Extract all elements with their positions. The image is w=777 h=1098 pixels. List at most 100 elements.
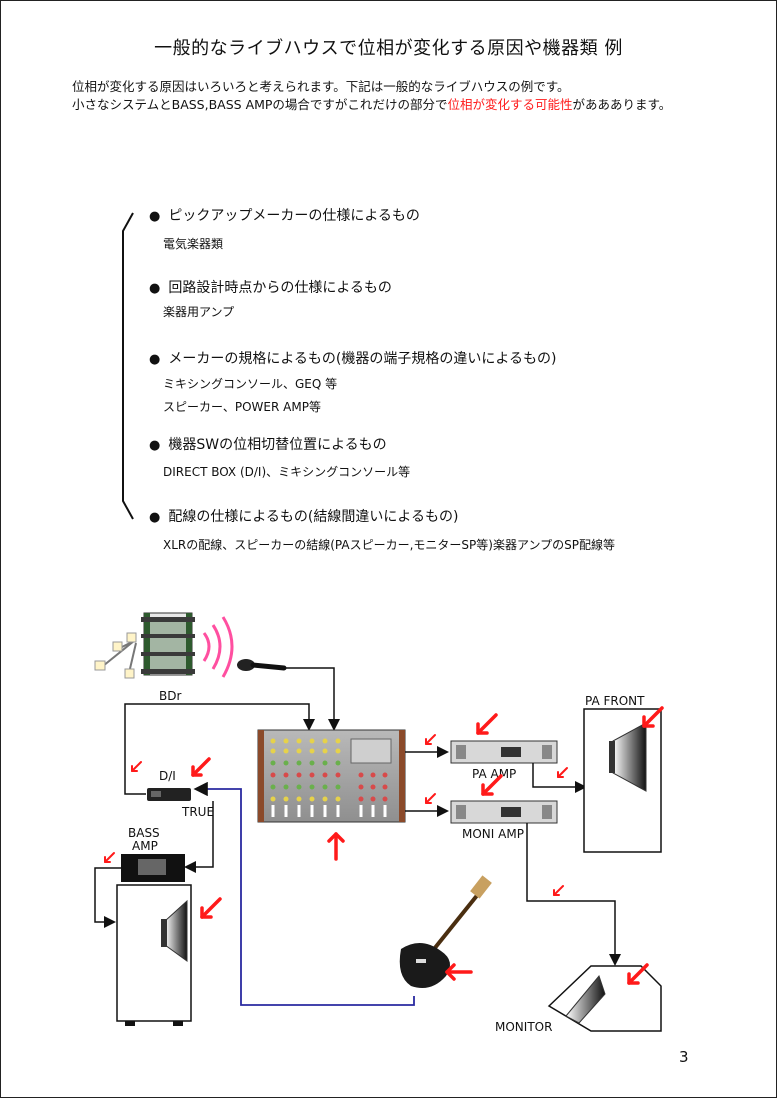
pa-speaker-cable (532, 763, 587, 793)
mixer-knob (370, 784, 376, 790)
mixer-knob (296, 748, 302, 754)
mixer-knob (322, 772, 328, 778)
phase-arrow-icon (642, 706, 664, 728)
mixer-fader (323, 805, 327, 817)
phase-arrow-icon (131, 761, 142, 772)
mixer-knob (309, 784, 315, 790)
page-number: 3 (679, 1048, 689, 1066)
mixer-fader (383, 805, 387, 817)
cause-item-2-sub-1: 楽器用アンプ (163, 305, 235, 319)
mixer-knob (309, 760, 315, 766)
phase-arrow-icon (425, 793, 436, 804)
true-label: TRUE (181, 805, 214, 819)
mixer-knob (283, 738, 289, 744)
mixer-knob (296, 772, 302, 778)
bullet-icon: ● (149, 281, 161, 296)
phase-arrow-icon (327, 832, 345, 861)
intro-line-2-highlight: 位相が変化する可能性 (447, 97, 573, 112)
mixer-knob (283, 748, 289, 754)
mixer-knob (335, 760, 341, 766)
monitor-wedge-icon (547, 965, 662, 1032)
di-link-cable (124, 703, 166, 795)
mixer-knob (370, 796, 376, 802)
mixer-fader (336, 805, 340, 817)
moni-amp-label: MONI AMP (462, 827, 524, 841)
pa-front-speaker-icon (583, 708, 662, 853)
mixer-knob (382, 784, 388, 790)
mixer-knob (309, 748, 315, 754)
mixer-knob (270, 738, 276, 744)
cause-item-3-sub-1: ミキシングコンソール、GEQ 等 (163, 377, 338, 391)
mixer-knob (382, 772, 388, 778)
phase-arrow-icon (425, 734, 436, 745)
cause-item-1: ●ピックアップメーカーの仕様によるもの (149, 208, 420, 224)
pa-amp-label: PA AMP (472, 767, 516, 781)
mixer-fader (359, 805, 363, 817)
mixer-fader (284, 805, 288, 817)
bass-drum-icon (94, 612, 195, 679)
mixer-knob (296, 784, 302, 790)
moni-amp-icon (450, 800, 558, 824)
bullet-icon: ● (149, 438, 161, 453)
bullet-icon: ● (149, 209, 161, 224)
mixing-console-icon (257, 729, 406, 823)
mixer-knob (270, 796, 276, 802)
mixer-fader (297, 805, 301, 817)
bdr-label: BDr (159, 689, 181, 703)
mixer-knob (283, 796, 289, 802)
page-title: 一般的なライブハウスで位相が変化する原因や機器類 例 (154, 38, 623, 59)
phase-arrow-icon (627, 963, 649, 985)
di-amp-cable (184, 801, 214, 873)
mixer-knob (335, 784, 341, 790)
phase-arrow-icon (104, 852, 115, 863)
phase-arrow-icon (481, 774, 503, 796)
signal-flow-diagram: BDr PA AMP (94, 612, 664, 1034)
mixer-knob (322, 748, 328, 754)
mic-cable (286, 667, 340, 731)
cause-item-4-sub-1: DIRECT BOX (D/I)、ミキシングコンソール等 (163, 465, 411, 479)
mixer-knob (370, 772, 376, 778)
mixer-knob (283, 772, 289, 778)
mixer-knob (358, 784, 364, 790)
bass-guitar-icon (399, 875, 492, 989)
mixer-knob (335, 772, 341, 778)
phase-arrow-icon (191, 757, 211, 777)
list-brace (122, 212, 134, 520)
mixer-knob (322, 796, 328, 802)
phase-point-arrows (104, 706, 664, 985)
mixer-knob (309, 796, 315, 802)
mixer-knob (335, 748, 341, 754)
mixer-knob (335, 796, 341, 802)
mixer-knob (283, 760, 289, 766)
mixer-knob (358, 796, 364, 802)
pa-front-label: PA FRONT (585, 694, 645, 708)
mixer-knob (309, 772, 315, 778)
mixer-knob (382, 796, 388, 802)
amp-cab-cable (94, 867, 121, 928)
microphone-icon (237, 659, 287, 671)
phase-arrow-icon (553, 885, 564, 896)
cause-item-5: ●配線の仕様によるもの(結線間違いによるもの) (149, 509, 459, 525)
cause-item-2: ●回路設計時点からの仕様によるもの (149, 280, 392, 296)
phase-arrow-icon (476, 713, 498, 735)
cause-item-1-sub-1: 電気楽器類 (163, 237, 224, 251)
mixer-knob (270, 760, 276, 766)
bullet-icon: ● (149, 510, 161, 525)
pa-amp-icon (450, 740, 558, 764)
mixer-knob (322, 738, 328, 744)
mixer-knob (309, 738, 315, 744)
cause-item-4: ●機器SWの位相切替位置によるもの (149, 437, 387, 453)
mixer-knob (283, 784, 289, 790)
monitor-cable (526, 823, 621, 966)
mixer-knob (296, 738, 302, 744)
mixer-fader (310, 805, 314, 817)
bass-cabinet-icon (116, 884, 192, 1026)
bullet-icon: ● (149, 352, 161, 367)
mixer-knob (296, 760, 302, 766)
bass-amp-label-2: AMP (132, 839, 158, 853)
mixer-knob (270, 748, 276, 754)
phase-arrow-icon (200, 897, 222, 919)
sound-wave-icon (202, 616, 234, 678)
intro-line-2-post: があああります。 (572, 97, 672, 112)
